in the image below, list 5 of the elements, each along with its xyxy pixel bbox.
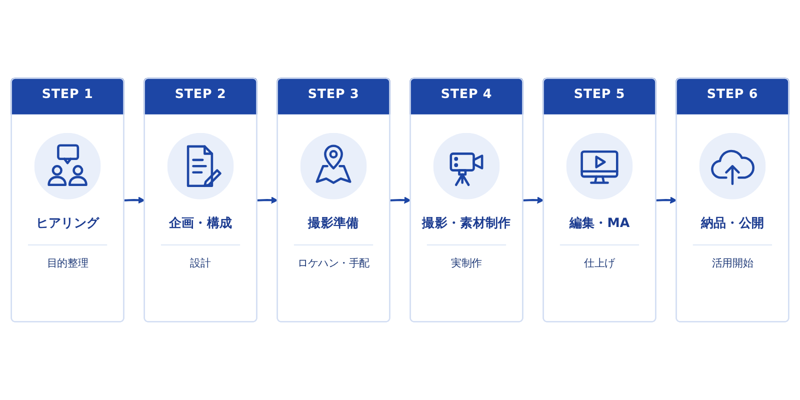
arrow [390,196,411,204]
arrow [124,196,146,204]
arrow [656,196,677,204]
arrow [523,196,544,204]
arrow [257,196,278,204]
